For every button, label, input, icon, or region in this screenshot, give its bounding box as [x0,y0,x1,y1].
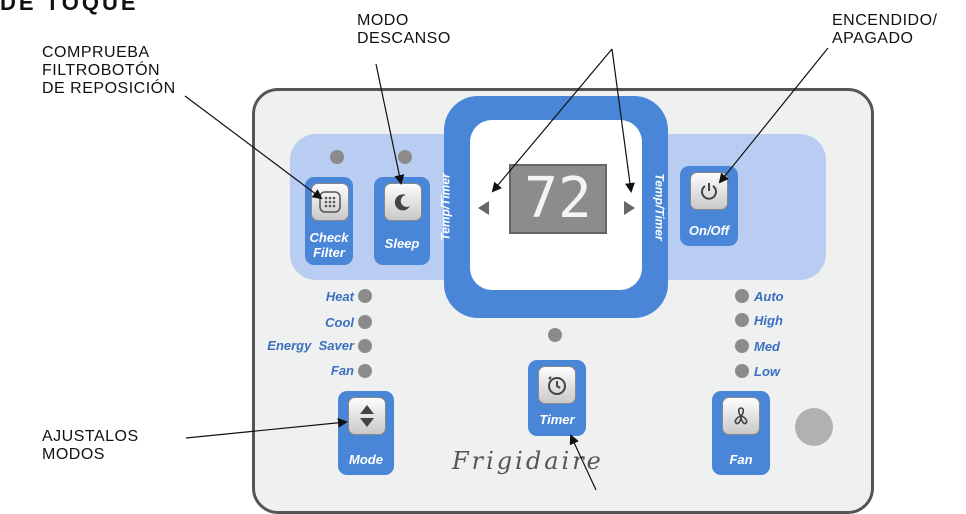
sleep-label: Sleep [384,236,420,251]
callout-check-filter-line3: DE REPOSICIÓN [42,80,176,97]
callout-check-filter-line2: FILTROBOTÓN [42,62,161,79]
fan-icon [722,397,760,435]
mode-led-cool [358,315,372,329]
leader-mode [185,417,348,439]
check-filter-led [330,150,344,164]
sleep-button[interactable]: Sleep [374,177,430,265]
leader-timer [569,434,597,490]
timer-icon [538,366,576,404]
timer-label: Timer [539,412,575,427]
callout-mode-line2: MODOS [42,446,105,463]
fan-label-high: High [754,313,783,328]
mode-label: Mode [349,452,383,467]
up-down-icon [348,397,386,435]
leader-display-left [491,48,613,193]
fan-label-low: Low [754,364,780,379]
fan-label-auto: Auto [754,289,784,304]
sleep-led [398,150,412,164]
callout-power: ENCENDIDO/ APAGADO [832,12,937,48]
callout-leader-lines [184,47,829,490]
fan-led-low [735,364,749,378]
mode-label-energy-saver: Energy Saver [267,338,354,353]
check-filter-label-2: Filter [313,245,345,260]
callout-mode: AJUSTALOS MODOS [42,428,139,464]
fan-label: Fan [729,452,753,467]
leader-power [718,47,829,184]
callout-sleep-line1: MODO [357,12,409,29]
check-filter-label-1: Check [309,230,349,245]
mode-button[interactable]: Mode [338,391,394,475]
mode-led-energy-saver [358,339,372,353]
mode-label-cool: Cool [325,315,354,330]
callout-sleep-line2: DESCANSO [357,30,451,47]
leader-display-right [611,48,635,193]
callout-check-filter-line1: COMPRUEBA [42,44,150,61]
leader-sleep [375,63,405,185]
callout-mode-line1: AJUSTALOS [42,428,139,445]
brand-logo: Frigidaire [452,447,604,475]
increase-arrow-icon[interactable] [624,201,635,215]
partial-heading: DE TOQUE [0,0,139,15]
fan-button[interactable]: Fan [712,391,770,475]
mode-label-fan: Fan [330,363,354,378]
callout-power-line2: APAGADO [832,30,914,47]
on-off-label: On/Off [688,223,730,238]
mode-label-heat: Heat [325,289,354,304]
callout-power-line1: ENCENDIDO/ [832,12,938,29]
timer-button[interactable]: Timer [528,360,586,436]
fan-label-med: Med [754,339,780,354]
fan-led-high [735,313,749,327]
decrease-arrow-icon[interactable] [478,201,489,215]
fan-led-auto [735,289,749,303]
fan-led-med [735,339,749,353]
leader-check-filter [184,95,323,200]
mode-led-heat [358,289,372,303]
mode-led-fan [358,364,372,378]
callout-check-filter: COMPRUEBA FILTROBOTÓN DE REPOSICIÓN [42,44,176,98]
callout-sleep: MODO DESCANSO [357,12,451,48]
on-off-button[interactable]: On/Off [680,166,738,246]
sensor-knob [795,408,833,446]
temperature-display: 72 [509,164,607,234]
timer-led [548,328,562,342]
